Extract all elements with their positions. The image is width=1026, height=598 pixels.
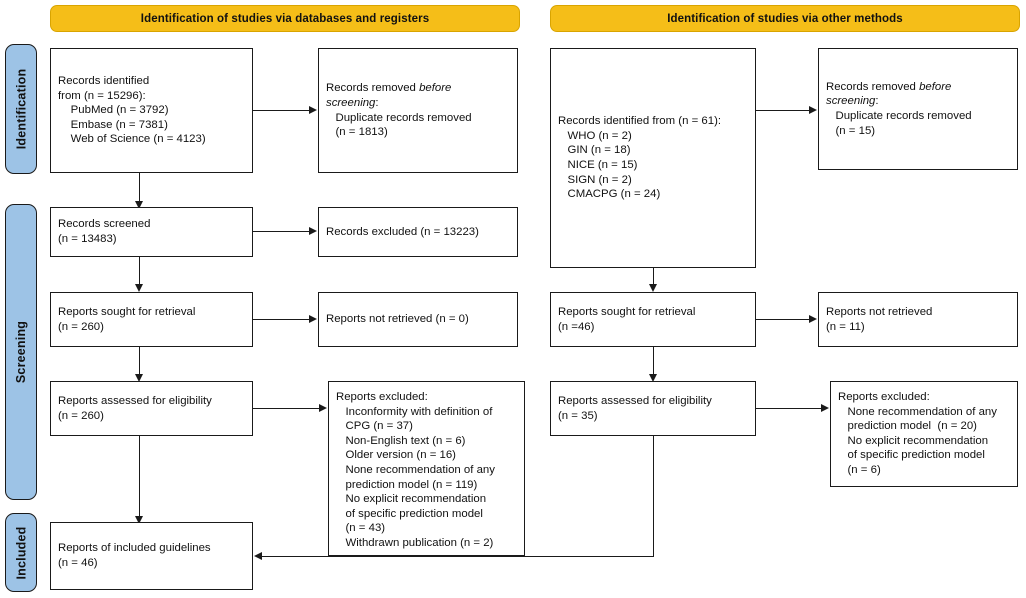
stage-label-screening-text: Screening (14, 320, 28, 384)
connector-right-identified-to-removed (756, 110, 810, 112)
box-left-reports-assessed: Reports assessed for eligibility(n = 260… (50, 381, 253, 436)
arrow-right-identified-to-sought (649, 284, 657, 292)
arrow-right-assessed-to-included (254, 552, 262, 560)
arrow-right-identified-to-removed (809, 106, 817, 114)
box-left-reports-excluded: Reports excluded: Inconformity with defi… (328, 381, 525, 556)
box-left-reports-sought-text: Reports sought for retrieval(n = 260) (58, 305, 196, 333)
box-left-included-reports-text: Reports of included guidelines(n = 46) (58, 542, 211, 569)
banner-databases-registers-label: Identification of studies via databases … (140, 12, 430, 25)
box-right-reports-not-retrieved-text: Reports not retrieved(n = 11) (826, 305, 933, 333)
connector-right-assessed-down (653, 436, 655, 557)
box-right-reports-sought: Reports sought for retrieval(n =46) (550, 292, 756, 347)
stage-label-identification-text: Identification (14, 68, 29, 150)
box-right-reports-sought-text: Reports sought for retrieval(n =46) (558, 305, 696, 333)
stage-label-included: Included (5, 513, 37, 592)
arrow-left-assessed-to-included (135, 516, 143, 524)
box-right-reports-assessed-text: Reports assessed for eligibility(n = 35) (558, 394, 712, 422)
box-left-reports-not-retrieved: Reports not retrieved (n = 0) (318, 292, 518, 347)
connector-left-identified-to-removed (253, 110, 310, 112)
connector-left-identified-to-screened (139, 173, 141, 205)
box-right-records-identified: Records identified from (n = 61): WHO (n… (550, 48, 756, 268)
connector-right-sought-to-assessed (653, 347, 655, 378)
connector-left-screened-to-excluded (253, 231, 310, 233)
stage-label-screening: Screening (5, 204, 37, 500)
arrow-left-screened-to-excluded (309, 227, 317, 235)
box-left-records-excluded: Records excluded (n = 13223) (318, 207, 518, 257)
box-left-records-screened: Records screened(n = 13483) (50, 207, 253, 257)
connector-left-assessed-to-included (139, 436, 141, 520)
connector-right-identified-to-sought (653, 268, 655, 288)
arrow-left-identified-to-screened (135, 201, 143, 209)
box-left-included-reports: Reports of included guidelines(n = 46) (50, 522, 253, 590)
box-right-reports-excluded-text: Reports excluded: None recommendation of… (838, 391, 997, 476)
connector-right-sought-to-not-retrieved (756, 319, 810, 321)
connector-left-sought-to-assessed (139, 347, 141, 378)
box-left-records-excluded-text: Records excluded (n = 13223) (326, 225, 479, 238)
box-right-records-identified-text: Records identified from (n = 61): WHO (n… (558, 115, 722, 201)
arrow-right-assessed-to-excluded (821, 404, 829, 412)
box-right-reports-excluded: Reports excluded: None recommendation of… (830, 381, 1018, 487)
arrow-left-assessed-to-excluded (319, 404, 327, 412)
arrow-left-sought-to-assessed (135, 374, 143, 382)
banner-databases-registers: Identification of studies via databases … (50, 5, 520, 32)
box-left-records-screened-text: Records screened(n = 13483) (58, 218, 151, 245)
connector-left-sought-to-not-retrieved (253, 319, 310, 321)
stage-label-included-text: Included (14, 526, 28, 579)
box-right-reports-assessed: Reports assessed for eligibility(n = 35) (550, 381, 756, 436)
banner-other-methods: Identification of studies via other meth… (550, 5, 1020, 32)
box-left-reports-assessed-text: Reports assessed for eligibility(n = 260… (58, 394, 212, 422)
arrow-right-sought-to-not-retrieved (809, 315, 817, 323)
box-left-reports-not-retrieved-text: Reports not retrieved (n = 0) (326, 313, 469, 326)
connector-left-screened-to-sought (139, 257, 141, 288)
arrow-right-sought-to-assessed (649, 374, 657, 382)
stage-label-identification: Identification (5, 44, 37, 174)
connector-left-assessed-to-excluded (253, 408, 320, 410)
arrow-left-sought-to-not-retrieved (309, 315, 317, 323)
box-left-reports-sought: Reports sought for retrieval(n = 260) (50, 292, 253, 347)
box-right-reports-not-retrieved: Reports not retrieved(n = 11) (818, 292, 1018, 347)
banner-other-methods-label: Identification of studies via other meth… (667, 12, 903, 25)
arrow-left-screened-to-sought (135, 284, 143, 292)
box-left-reports-excluded-text: Reports excluded: Inconformity with defi… (336, 391, 495, 549)
connector-right-assessed-to-excluded (756, 408, 822, 410)
connector-right-assessed-to-included (262, 556, 654, 558)
arrow-left-identified-to-removed (309, 106, 317, 114)
